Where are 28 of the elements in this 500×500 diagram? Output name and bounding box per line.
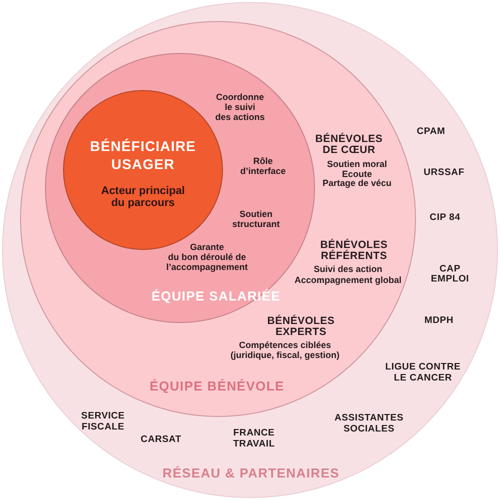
partner-name: ASSISTANTES SOCIALES: [334, 414, 404, 434]
role-description: Garante du bon déroulé de l’accompagnement: [166, 242, 248, 272]
role-description: Soutien moral: [327, 159, 387, 169]
circle-title: ÉQUIPE BÉNÉVOLE: [150, 378, 284, 394]
partner-name: URSSAF: [424, 168, 464, 178]
circle-title: ÉQUIPE SALARIÉE: [152, 288, 280, 304]
partner-name: SERVICE FISCALE: [81, 412, 125, 432]
group-heading: BÉNÉVOLES RÉFÉRENTS: [320, 240, 388, 262]
role-description: Accompagnement global: [294, 274, 402, 284]
group-heading: BÉNÉVOLES EXPERTS: [267, 316, 335, 338]
role-description: Rôle d’interface: [240, 156, 286, 176]
partner-name: FRANCE TRAVAIL: [233, 428, 275, 450]
partner-name: CARSAT: [140, 434, 182, 446]
role-description: Acteur principal du parcours: [101, 184, 185, 208]
partner-name: CAP EMPLOI: [430, 264, 470, 285]
partner-name: CPAM: [416, 126, 446, 138]
role-description: Suivi des action: [314, 264, 382, 274]
role-description: Ecoute: [342, 168, 372, 178]
partner-name: CIP 84: [430, 212, 460, 224]
partner-name: LIGUE CONTRE LE CANCER: [385, 362, 461, 384]
group-heading: BÉNÉVOLES DE CŒUR: [315, 134, 383, 156]
ring-title: RÉSEAU & PARTENAIRES: [162, 466, 340, 480]
role-description: Soutien structurant: [232, 208, 280, 228]
role-description: Compétences ciblées (juridique, fiscal, gestion): [230, 340, 340, 360]
circle-title: BÉNÉFICIAIRE USAGER: [90, 137, 196, 173]
partner-name: MDPH: [424, 316, 454, 326]
role-description: Partage de vécu: [322, 178, 392, 188]
role-description: Coordonne le suivi des actions: [215, 92, 265, 122]
